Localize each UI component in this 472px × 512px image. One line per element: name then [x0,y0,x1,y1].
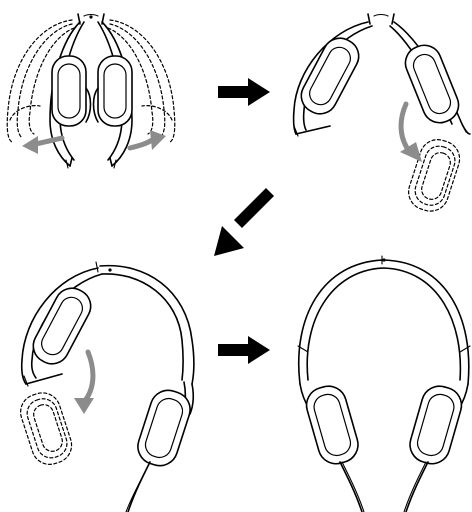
left-ear-cup [295,32,364,120]
step-3-one-side-unfolded [16,262,195,512]
rotation-arrow-right-icon [130,130,166,150]
right-ear-cup [400,40,463,128]
step-2-cups-swinging [294,14,470,216]
right-ear-cup [94,56,133,126]
arrow-down-left-icon [214,188,274,256]
step-4-unfolded-headphones [298,256,470,512]
left-ear-cup [27,282,96,370]
rotation-arrow-down-icon [400,104,422,162]
rotation-arrow-left-icon [22,136,62,154]
left-ear-cup [302,382,362,468]
right-ear-cup [406,382,466,468]
rotation-arrow-down-icon [74,352,94,414]
rotation-ghost-outline [16,388,76,469]
arrow-right-icon [218,78,270,106]
arrow-right-icon [218,336,270,364]
left-ear-cup [52,56,91,126]
right-ear-cup [133,386,195,471]
step-1-folded-headphones [7,14,175,168]
rotation-ghost-outline [7,20,175,142]
